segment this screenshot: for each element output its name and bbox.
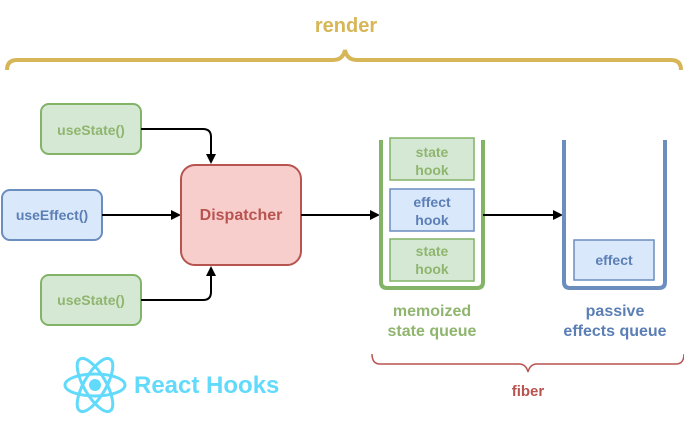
state-queue-container (379, 140, 485, 290)
state-queue-item-state-hook-1: state hook (389, 137, 475, 181)
svg-text:Dispatcher: Dispatcher (200, 207, 283, 224)
effects-queue-caption-line2: effects queue (563, 323, 666, 340)
svg-text:hook: hook (415, 162, 449, 178)
svg-text:useEffect(): useEffect() (16, 207, 88, 223)
effects-queue-caption-line1: passive (586, 303, 645, 320)
svg-text:effect: effect (595, 252, 633, 268)
state-queue-caption-line1: memoized (393, 303, 471, 320)
render-label: render (315, 15, 377, 37)
arrow-usestate-bottom-to-dispatcher (141, 266, 216, 301)
state-queue-item-state-hook-2: state hook (389, 238, 475, 282)
dispatcher-box: Dispatcher (180, 164, 302, 266)
svg-text:effect: effect (413, 194, 451, 210)
svg-text:hook: hook (415, 212, 449, 228)
input-usestate-top: useState() (40, 103, 142, 155)
svg-text:state: state (416, 243, 449, 259)
fiber-label: fiber (512, 383, 545, 400)
arrow-usestate-top-to-dispatcher (141, 128, 216, 164)
render-brace (5, 49, 683, 71)
fiber-brace (371, 353, 684, 373)
svg-text:useState(): useState() (57, 122, 125, 138)
input-useeffect: useEffect() (1, 189, 103, 241)
state-queue-item-effect-hook: effect hook (389, 188, 475, 232)
react-hooks-title: React Hooks (134, 372, 279, 399)
effects-queue-item-effect: effect (573, 239, 655, 281)
effects-queue-container (562, 140, 667, 290)
input-usestate-bottom: useState() (40, 274, 142, 326)
state-queue-caption-line2: state queue (388, 323, 477, 340)
svg-text:state: state (416, 144, 449, 160)
svg-text:useState(): useState() (57, 292, 125, 308)
svg-text:hook: hook (415, 261, 449, 277)
react-logo-icon (63, 356, 127, 414)
